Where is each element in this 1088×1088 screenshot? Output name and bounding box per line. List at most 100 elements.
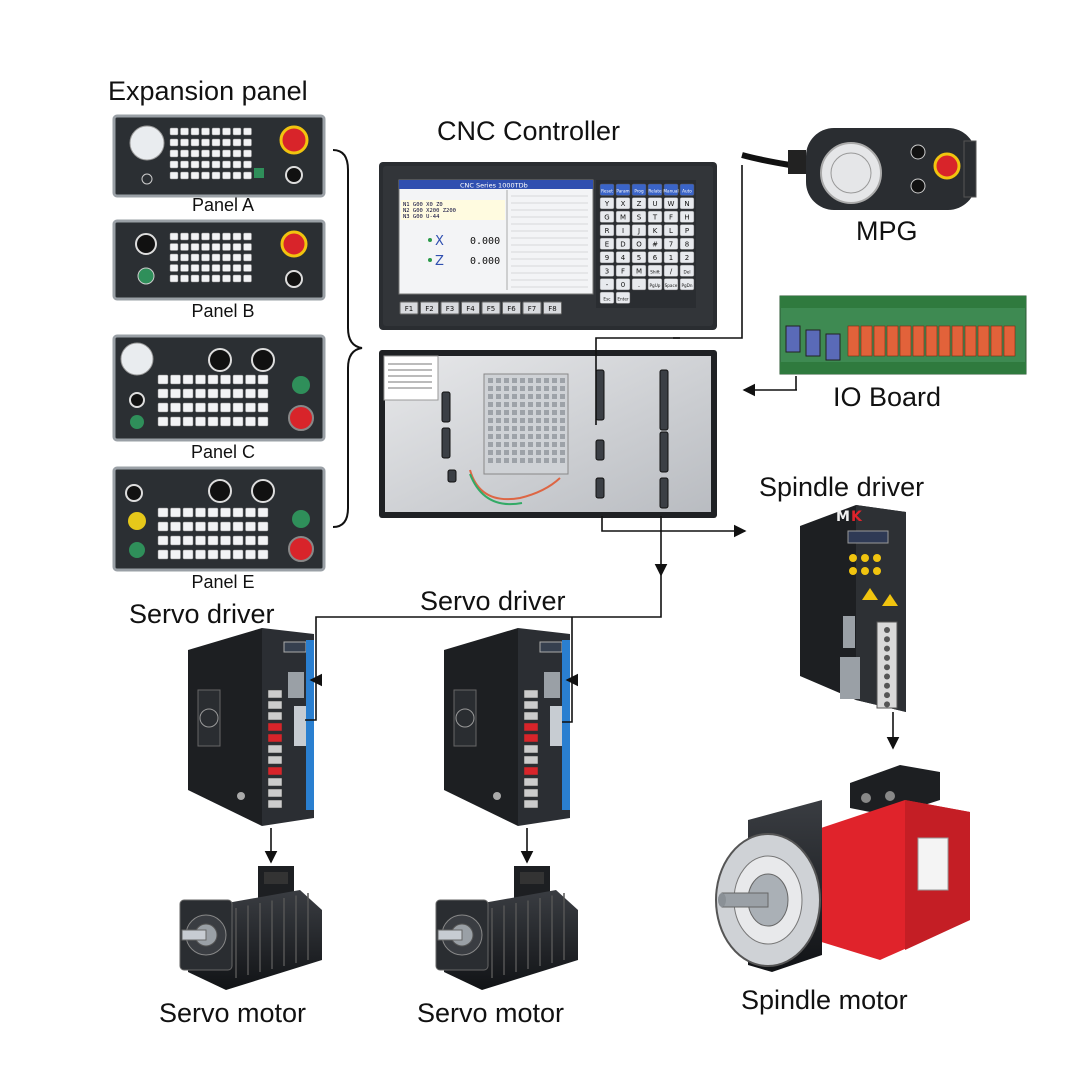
panel-e [112, 466, 326, 572]
db-connector [441, 427, 451, 459]
keypad-key[interactable] [663, 251, 679, 264]
keypad-key[interactable] [647, 264, 663, 277]
keypad-key[interactable] [631, 183, 647, 196]
keypad-key[interactable] [663, 197, 679, 210]
panel-key [169, 243, 179, 251]
keypad-key[interactable] [647, 183, 663, 196]
keypad-key[interactable] [631, 251, 647, 264]
keypad-key[interactable] [599, 237, 615, 250]
keypad-key[interactable] [679, 224, 695, 237]
keypad-key[interactable] [647, 237, 663, 250]
softkey-button[interactable] [440, 301, 460, 315]
panel-key [243, 171, 252, 180]
panel-key [207, 521, 219, 532]
keypad-key[interactable] [631, 237, 647, 250]
panel-key [220, 374, 231, 385]
softkey-button[interactable] [399, 301, 419, 315]
panel-key [180, 127, 189, 136]
keypad-key[interactable] [663, 210, 679, 223]
keypad-key[interactable] [679, 183, 695, 196]
keypad-key[interactable] [647, 278, 663, 291]
keypad-key[interactable] [599, 251, 615, 264]
keypad-key[interactable] [615, 197, 631, 210]
keypad-key[interactable] [615, 278, 631, 291]
relay [912, 325, 925, 357]
keypad-key-label: Auto [682, 189, 692, 194]
panel-key [222, 138, 231, 147]
keypad-key-label: L [669, 227, 673, 235]
keypad-key[interactable] [599, 291, 615, 304]
relay [964, 325, 977, 357]
keypad-key[interactable] [599, 210, 615, 223]
keypad-key[interactable] [663, 224, 679, 237]
panel-key [220, 535, 231, 546]
seven-segment-display [283, 641, 307, 653]
keypad-key[interactable] [599, 197, 615, 210]
softkey-button[interactable] [420, 301, 439, 315]
keypad-key[interactable] [615, 210, 631, 223]
panel-key [180, 253, 189, 262]
panel-key [245, 521, 256, 532]
keypad-key[interactable] [679, 251, 695, 264]
keypad-key[interactable] [615, 183, 631, 196]
panel-key [211, 232, 221, 241]
keypad-key-label: S [637, 214, 642, 222]
db-connector [595, 369, 605, 421]
keypad-key[interactable] [679, 237, 695, 250]
softkey-button[interactable] [481, 301, 501, 315]
panel-key [169, 232, 179, 241]
keypad-key[interactable] [615, 264, 631, 277]
keypad-key[interactable] [663, 183, 679, 196]
handwheel-icon [129, 125, 165, 161]
softkey-button[interactable] [522, 301, 542, 315]
panel-key [243, 149, 252, 158]
keypad-key[interactable] [631, 197, 647, 210]
softkey-button[interactable] [502, 301, 521, 315]
softkey-label: F7 [528, 305, 536, 313]
keypad-key[interactable] [615, 291, 631, 304]
keypad-key[interactable] [599, 278, 615, 291]
keypad-key-label: J [637, 227, 640, 235]
keypad-key[interactable] [679, 210, 695, 223]
panel-key [170, 507, 181, 518]
keypad-key[interactable] [599, 264, 615, 277]
keypad-key-label: Manual [663, 189, 678, 194]
keypad-key[interactable] [663, 264, 679, 277]
panel-key [169, 138, 179, 147]
panel-key [211, 171, 221, 180]
keypad-key[interactable] [599, 183, 615, 196]
keypad-key[interactable] [631, 210, 647, 223]
keypad-key[interactable] [631, 224, 647, 237]
keypad-key[interactable] [647, 197, 663, 210]
panel-key [201, 149, 210, 158]
keypad-key[interactable] [615, 224, 631, 237]
panel-key [232, 402, 244, 413]
softkey-button[interactable] [543, 301, 562, 315]
keypad-key[interactable] [647, 251, 663, 264]
softkey-button[interactable] [461, 301, 480, 315]
keypad-key[interactable] [647, 224, 663, 237]
panel-key [207, 402, 219, 413]
axis-z-value: 0.000 [470, 256, 500, 267]
spindle-rate-knob-icon [251, 348, 275, 372]
keypad-key[interactable] [679, 278, 695, 291]
keypad-key[interactable] [663, 278, 679, 291]
spindle-driver-link [601, 516, 747, 538]
keypad-key[interactable] [615, 251, 631, 264]
keypad-key[interactable] [647, 210, 663, 223]
keypad-key[interactable] [631, 264, 647, 277]
panel-key [232, 549, 244, 560]
keypad-key[interactable] [679, 264, 695, 277]
servo-driver-1 [188, 628, 314, 826]
keypad-key[interactable] [679, 197, 695, 210]
keypad-key[interactable] [663, 237, 679, 250]
keypad-key-label: Reset [601, 189, 613, 194]
keypad-key[interactable] [615, 237, 631, 250]
keypad-key[interactable] [599, 224, 615, 237]
relay [860, 325, 873, 357]
seven-segment-display [539, 641, 563, 653]
keypad-key[interactable] [631, 278, 647, 291]
panel-key [207, 549, 219, 560]
spindle-driver-label: Spindle driver [759, 472, 925, 502]
